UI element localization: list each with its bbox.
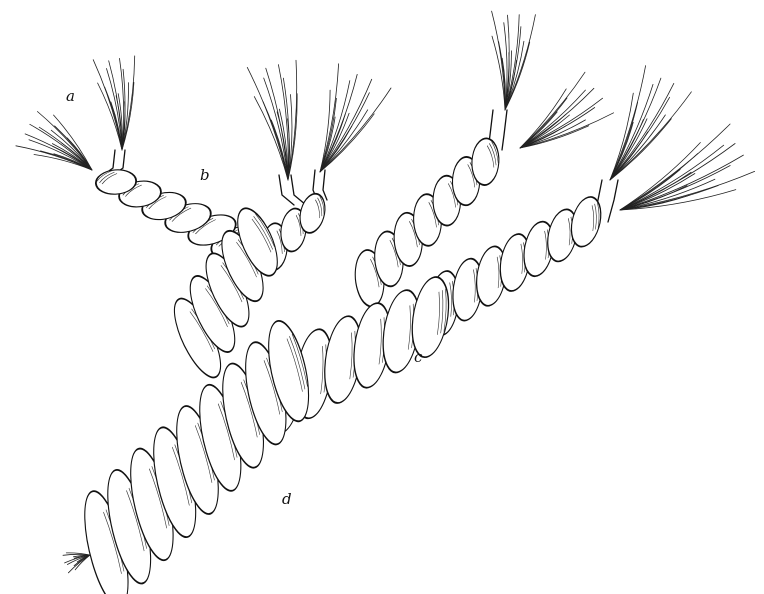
stem-edge — [323, 170, 327, 200]
fibers-c1-right — [520, 72, 614, 148]
rope-illustration — [16, 11, 755, 594]
fibers-c1-top — [492, 11, 536, 110]
fibers-c2-top — [610, 66, 691, 180]
label-c: c — [414, 348, 423, 366]
stem-edge — [291, 175, 306, 205]
fibers-b-right — [320, 64, 391, 172]
stem-edge — [608, 180, 618, 222]
fiber-line — [320, 64, 339, 172]
coil — [571, 190, 602, 253]
coil-segment — [571, 190, 602, 253]
label-d: d — [282, 490, 292, 508]
fiber-line — [520, 89, 566, 148]
fibers-a-left — [16, 112, 92, 171]
rope-end — [63, 553, 90, 573]
stem-b1 — [279, 175, 306, 205]
fibers-c2-right — [620, 124, 755, 210]
label-a: a — [66, 87, 75, 105]
fibers-a-right — [93, 56, 135, 150]
label-b: b — [200, 166, 210, 184]
fibers-b-left — [247, 60, 297, 180]
stem-edge — [502, 110, 507, 150]
